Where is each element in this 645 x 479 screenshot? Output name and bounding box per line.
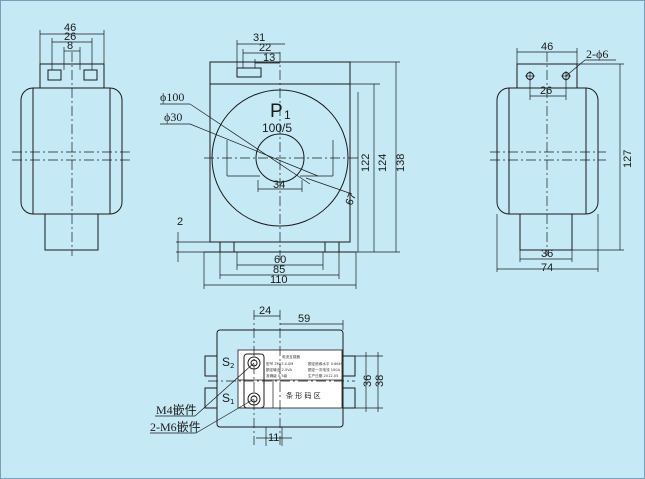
dim-front-2: 2 — [177, 216, 183, 228]
label-s1: S — [222, 391, 230, 405]
dim-bot-24: 24 — [259, 305, 271, 317]
svg-text:额定一次电流 100A: 额定一次电流 100A — [308, 367, 341, 372]
label-s2-sub: 2 — [230, 362, 234, 370]
dim-left-8: 8 — [67, 40, 73, 52]
label-m4-insert: M4嵌件 — [156, 403, 197, 417]
dim-front-67: 67 — [344, 191, 359, 207]
dim-front-phi100: ϕ100 — [160, 90, 184, 104]
svg-text:型号 ZMLT-4.0M: 型号 ZMLT-4.0M — [266, 361, 293, 366]
left-side-view: 46 26 8 — [12, 22, 130, 256]
dim-right-36: 36 — [541, 248, 553, 260]
dim-right-26: 26 — [540, 85, 552, 97]
left-terminal-b — [83, 69, 98, 81]
dim-front-22: 22 — [259, 42, 271, 54]
front-terminal — [236, 67, 262, 78]
dim-front-85: 85 — [273, 264, 285, 276]
front-ratio: 100/5 — [262, 121, 292, 135]
dim-front-31: 31 — [253, 32, 265, 44]
label-m6-insert: 2-M6嵌件 — [150, 420, 201, 434]
dim-front-34: 34 — [273, 179, 285, 191]
barcode-area: 条 形 码 区 — [286, 391, 321, 400]
left-terminal-a — [47, 69, 62, 81]
left-base-block — [44, 213, 99, 251]
dim-right-127: 127 — [622, 150, 634, 168]
dim-front-13: 13 — [263, 52, 275, 64]
dim-front-122: 122 — [360, 154, 372, 172]
dim-bot-36: 36 — [362, 375, 374, 387]
nameplate — [237, 349, 343, 409]
svg-text:电流互感器: 电流互感器 — [282, 354, 300, 359]
svg-text:准确级 0.5级: 准确级 0.5级 — [266, 373, 288, 378]
dim-front-phi30: ϕ30 — [164, 110, 182, 124]
right-base-block — [519, 213, 573, 251]
dim-right-2phi6: 2-ϕ6 — [586, 47, 608, 61]
front-p-subscript: 1 — [284, 108, 291, 122]
svg-text:生产日期 2012.05: 生产日期 2012.05 — [308, 373, 338, 378]
left-body — [20, 87, 123, 215]
dim-front-124: 124 — [377, 154, 389, 172]
right-side-view: 46 2-ϕ6 26 127 36 74 — [490, 41, 634, 274]
dim-bot-11: 11 — [268, 432, 279, 444]
front-p-label: P — [270, 101, 283, 122]
dim-right-74: 74 — [541, 262, 553, 274]
dim-front-60: 60 — [274, 254, 286, 266]
dim-front-138: 138 — [395, 154, 407, 172]
dim-bot-38: 38 — [374, 375, 386, 387]
dim-left-46: 46 — [64, 22, 76, 34]
label-s2: S — [222, 355, 230, 369]
bottom-view: 电流互感器 型号 ZMLT-4.0M 额定绝缘水平 0.66kV 额定输出 2.… — [150, 305, 386, 446]
dim-left-26: 26 — [64, 31, 76, 43]
label-s1-sub: 1 — [230, 398, 234, 406]
svg-text:额定绝缘水平 0.66kV: 额定绝缘水平 0.66kV — [308, 361, 344, 366]
front-view: P 1 100/5 31 22 13 ϕ100 ϕ30 34 67 — [160, 32, 407, 289]
dim-bot-59: 59 — [298, 313, 310, 325]
right-body — [496, 87, 599, 215]
dim-right-46: 46 — [541, 41, 553, 53]
svg-text:额定输出 2.5VA: 额定输出 2.5VA — [266, 367, 292, 372]
dim-front-110: 110 — [270, 274, 288, 286]
